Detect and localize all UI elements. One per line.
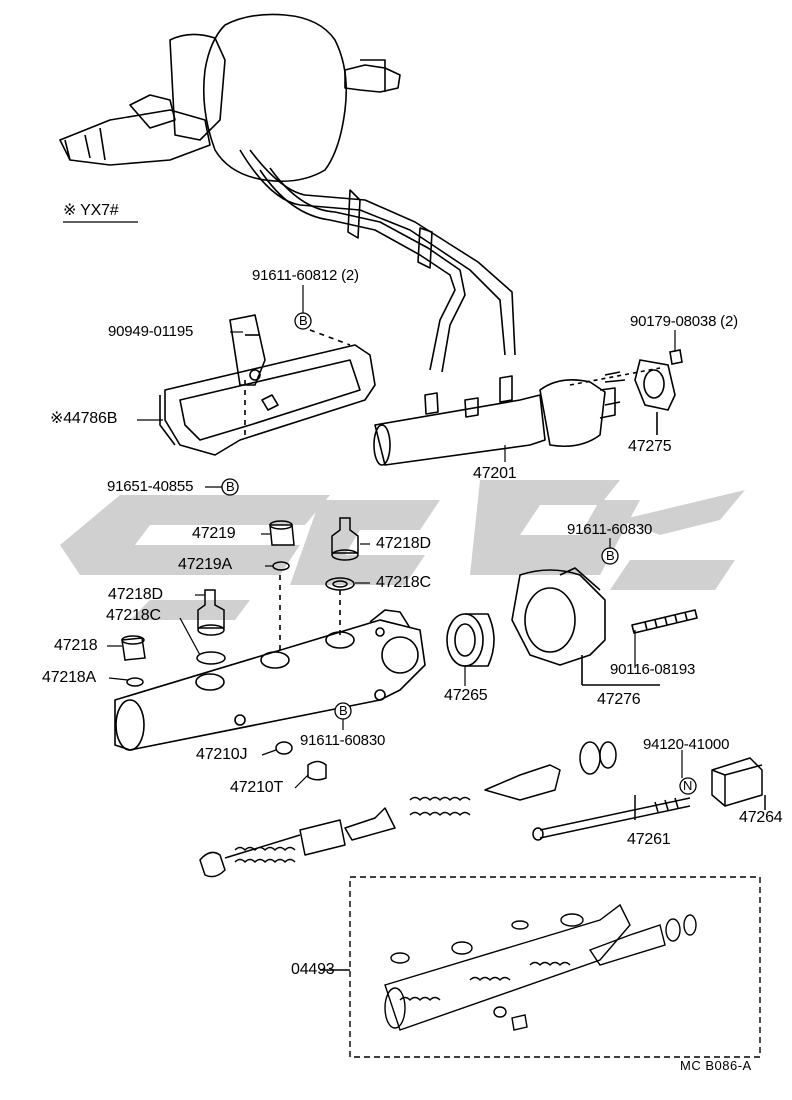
part-label-91651-40855: 91651-40855: [107, 478, 194, 495]
piston-assembly: [199, 741, 766, 878]
marker-b-top-letter: B: [299, 313, 308, 328]
watermark-logo: [60, 480, 745, 620]
part-label-47218a: 47218A: [42, 669, 96, 686]
part-label-94120-41000: 94120-41000: [643, 736, 730, 753]
part-label-47219a: 47219A: [178, 556, 232, 573]
part-label-47218c-top: 47218C: [376, 574, 431, 591]
part-label-47218: 47218: [54, 637, 98, 654]
part-label-47219: 47219: [192, 525, 236, 542]
marker-b-bracket-letter: B: [226, 479, 235, 494]
diagram-code: MC B086-A: [680, 1058, 752, 1073]
marker-b-bracket: [221, 478, 239, 496]
marker-b-top: [294, 312, 312, 330]
part-label-47264: 47264: [739, 809, 783, 826]
cylinder-body: [114, 575, 426, 751]
part-label-47218d-left: 47218D: [108, 586, 163, 603]
part-label-47276: 47276: [597, 691, 641, 708]
part-label-91611-60830-right: 91611-60830: [567, 521, 653, 538]
part-label-04493: 04493: [291, 961, 335, 978]
part-label-47261: 47261: [627, 831, 671, 848]
part-label-90949-01195: 90949-01195: [108, 323, 194, 340]
part-label-90179-08038: 90179-08038 (2): [630, 313, 738, 330]
master-cylinder-assy-47201: [373, 367, 661, 466]
part-label-47210j: 47210J: [196, 746, 248, 763]
part-label-47265: 47265: [444, 687, 488, 704]
marker-b-right-letter: B: [606, 548, 615, 563]
part-label-90116-08193: 90116-08193: [610, 661, 696, 678]
marker-n-letter: N: [683, 778, 693, 793]
marker-b-right: [601, 547, 619, 565]
repair-kit-04493: [320, 876, 761, 1058]
cover-and-seal: [446, 567, 698, 686]
brake-booster: [59, 13, 516, 373]
part-label-47218c-left: 47218C: [106, 607, 161, 624]
model-note-label: ※ YX7#: [63, 202, 119, 219]
plug-fittings: [121, 517, 359, 781]
part-label-47210t: 47210T: [230, 779, 284, 796]
part-label-47275: 47275: [628, 438, 672, 455]
part-label-47201: 47201: [473, 465, 517, 482]
leader-lines: [63, 221, 683, 789]
marker-n: [679, 777, 697, 795]
part-label-91611-60812: 91611-60812 (2): [252, 267, 359, 284]
bracket-assy-44786b: [159, 314, 376, 456]
part-label-91611-60830-bottom: 91611-60830: [300, 732, 386, 749]
marker-b-bottom-letter: B: [339, 703, 348, 718]
marker-b-bottom: [334, 702, 352, 720]
gasket-47275: [634, 349, 683, 435]
part-label-47218d-top: 47218D: [376, 535, 431, 552]
part-label-44786b: ※44786B: [50, 410, 118, 427]
